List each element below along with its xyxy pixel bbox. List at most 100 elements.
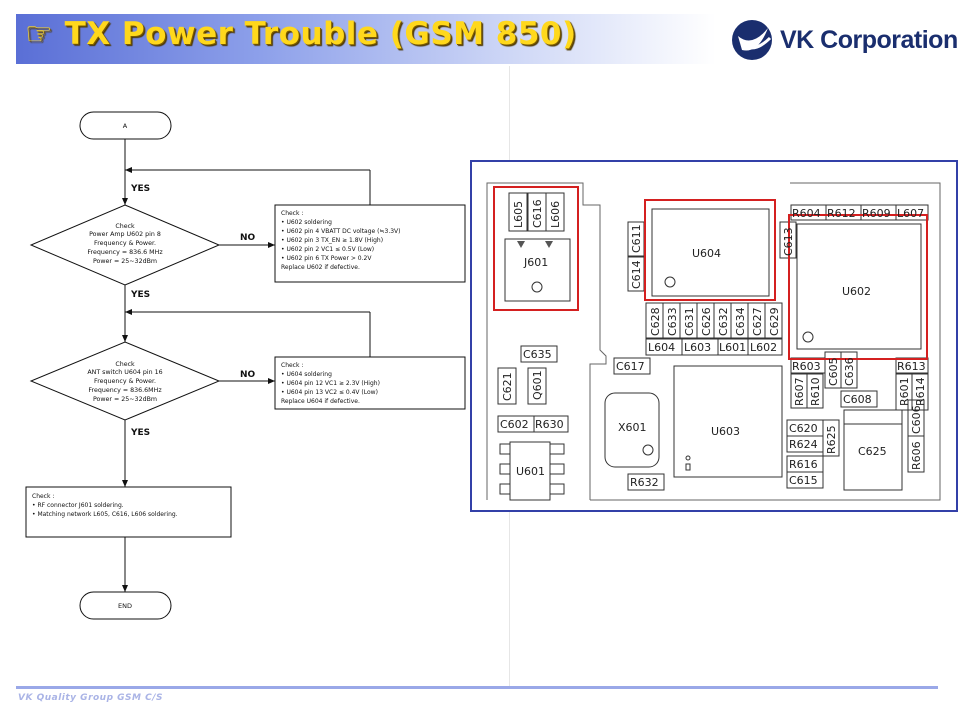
page-title: ☞ TX Power Trouble (GSM 850) (25, 16, 577, 52)
arrow-head (268, 242, 275, 248)
pcb-label: R601 (898, 377, 911, 406)
pcb-label: C634 (734, 307, 747, 336)
arrow-head (125, 167, 132, 173)
pcb-label: R607 (793, 377, 806, 406)
no-label: NO (240, 233, 256, 243)
pcb-label: R603 (792, 360, 821, 373)
end-label: END (118, 602, 132, 610)
pcb-label: U604 (692, 247, 721, 260)
arrow-head (122, 198, 128, 205)
pcb-label: U601 (516, 465, 545, 478)
decision-2-line: ANT switch U604 pin 16 (87, 369, 162, 376)
action-2-line: • U604 soldering (281, 371, 332, 378)
pcb-label: C633 (666, 307, 679, 336)
pcb-label: C635 (523, 348, 552, 361)
pcb-label: L602 (750, 341, 777, 354)
action-box-2 (274, 356, 466, 410)
pcb-label: R632 (630, 476, 659, 489)
pcb-label: L601 (719, 341, 746, 354)
pcb-label: C627 (751, 307, 764, 336)
decision-2-line: Power = 25~32dBm (93, 396, 157, 403)
pcb-label: U603 (711, 425, 740, 438)
pcb-label: Q601 (531, 370, 544, 400)
action-1-line: • U602 pin 6 TX Power > 0.2V (281, 255, 372, 262)
pcb-label: C620 (789, 422, 818, 435)
no-label: NO (240, 370, 256, 380)
decision-1-line: Frequency = 836.6 MHz (87, 249, 163, 256)
action-1-line: Replace U602 if defective. (281, 264, 360, 271)
pcb-label: R604 (792, 207, 821, 220)
yes-label: YES (130, 428, 150, 438)
pcb-label: R609 (862, 207, 891, 220)
yes-label: YES (130, 184, 150, 194)
pcb-label: R612 (827, 207, 856, 220)
pcb-label: L605 (512, 201, 525, 228)
action-2-line: • U604 pin 13 VC2 ≤ 0.4V (Low) (281, 389, 378, 396)
pcb-label: X601 (618, 421, 647, 434)
pcb-label: L603 (684, 341, 711, 354)
arrow-head (125, 309, 132, 315)
action-box-3 (25, 486, 232, 538)
pcb-label: C617 (616, 360, 645, 373)
highlight-u602 (788, 214, 928, 360)
highlight-u604 (644, 199, 776, 301)
pcb-label: R625 (825, 425, 838, 454)
end-terminator (79, 591, 172, 620)
start-label: A (123, 122, 128, 130)
title-banner (16, 14, 716, 64)
pcb-label: C628 (649, 307, 662, 336)
pcb-label: L607 (897, 207, 924, 220)
pcb-layout: L605 C616 L606 J601 C611 C614 U604 C613 … (470, 160, 958, 512)
arrow-head (268, 378, 275, 384)
pcb-label: C626 (700, 307, 713, 336)
arrow-head (122, 335, 128, 342)
logo-text: VK Corporation (780, 26, 958, 54)
pcb-label: C629 (768, 307, 781, 336)
pcb-label: J601 (523, 256, 548, 269)
pcb-label: C614 (630, 260, 643, 289)
action-1-line: • U602 pin 3 TX_EN ≥ 1.8V (High) (281, 237, 383, 244)
pcb-label: L606 (549, 201, 562, 228)
action-2-line: Replace U604 if defective. (281, 398, 360, 405)
pcb-label: C613 (782, 227, 795, 256)
pcb-label: C606 (910, 405, 923, 434)
flowchart: A END YES YES YES NO NO Check Power Amp … (25, 111, 466, 620)
pcb-label: C625 (858, 445, 887, 458)
pcb-label: R610 (809, 377, 822, 406)
footer-text: VK Quality Group GSM C/S (18, 693, 164, 703)
pcb-label: R624 (789, 438, 818, 451)
highlight-j601 (493, 186, 579, 311)
pcb-label: C616 (531, 199, 544, 228)
pcb-label: R616 (789, 458, 818, 471)
pcb-label: L604 (648, 341, 675, 354)
pcb-label: C636 (843, 357, 856, 386)
pcb-label: C605 (827, 357, 840, 386)
pcb-label: C608 (843, 393, 872, 406)
pcb-label: C615 (789, 474, 818, 487)
footer-rule (16, 686, 938, 689)
decision-2-line: Frequency & Power. (94, 378, 156, 385)
decision-2-line: Check (115, 361, 135, 368)
action-1-line: Check : (281, 210, 303, 217)
action-1-line: • U602 soldering (281, 219, 332, 226)
pcb-label: C602 (500, 418, 529, 431)
decision-2-line: Frequency = 836.6MHz (88, 387, 162, 394)
decision-1-line: Power = 25~32dBm (93, 258, 157, 265)
company-logo (732, 20, 772, 60)
yes-label: YES (130, 290, 150, 300)
pcb-label: R630 (535, 418, 564, 431)
decision-1-line: Frequency & Power. (94, 240, 156, 247)
pcb-label: R613 (897, 360, 926, 373)
pcb-label: R614 (914, 377, 927, 406)
decision-1-line: Power Amp U602 pin 8 (89, 231, 161, 238)
action-2-line: Check : (281, 362, 303, 369)
pcb-label: C611 (630, 224, 643, 253)
pcb-label: U602 (842, 285, 871, 298)
action-2-line: • U604 pin 12 VC1 ≥ 2.3V (High) (281, 380, 380, 387)
action-box-1 (274, 204, 466, 283)
arrow-head (122, 480, 128, 487)
action-1-line: • U602 pin 2 VC1 ≤ 0.5V (Low) (281, 246, 374, 253)
action-3-line: • RF connector J601 soldering. (32, 502, 124, 509)
decision-1-line: Check (115, 223, 135, 230)
pcb-label: C631 (683, 307, 696, 336)
